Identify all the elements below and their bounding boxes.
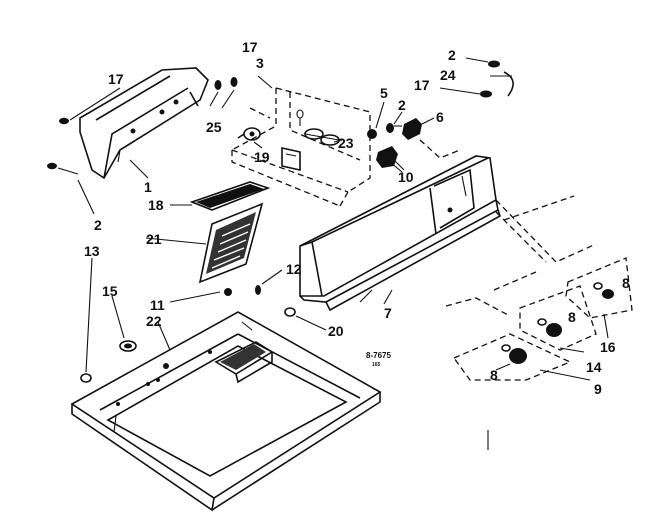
part-22-top-frame [70, 311, 382, 512]
screw-2-left [47, 162, 79, 175]
callout-12: 12 [286, 261, 302, 277]
callout-19: 19 [254, 149, 270, 165]
switch-23 [304, 128, 340, 146]
part-5-bushing [367, 129, 377, 139]
leader-14 [559, 347, 585, 353]
callout-24: 24 [440, 67, 456, 83]
timer-knob-19 [237, 127, 261, 141]
callout-9: 9 [594, 381, 602, 397]
part-1-end-bracket [79, 67, 209, 180]
part-2-nut [386, 123, 402, 133]
callout-22: 22 [146, 313, 162, 329]
part-24-screws-top-right [439, 57, 514, 98]
callout-2-left: 2 [94, 217, 102, 233]
callout-2-middle: 2 [398, 97, 406, 113]
leader-lines [77, 75, 489, 450]
diagram-code-sub: 165 [372, 362, 381, 368]
callout-15: 15 [102, 283, 118, 299]
callout-11: 11 [150, 297, 165, 313]
part-13-foot [80, 257, 93, 383]
callout-17-top: 17 [242, 39, 258, 55]
leader-9 [539, 369, 591, 381]
part-15-grommet [111, 295, 137, 352]
leader-dash-6 [419, 139, 461, 159]
callout-23: 23 [338, 135, 354, 151]
callout-13: 13 [84, 243, 100, 259]
callout-25: 25 [206, 119, 222, 135]
knob-8-middle-group [519, 285, 597, 351]
callout-8-middle: 8 [568, 309, 576, 325]
callout-17-right: 17 [414, 77, 430, 93]
screw-17-left [59, 87, 121, 125]
callout-1: 1 [144, 179, 152, 195]
timer-housing-dashed [231, 87, 371, 207]
part-10-switch [376, 146, 405, 171]
callout-8-bottom: 8 [490, 367, 498, 383]
leader-16 [603, 313, 609, 339]
diagram-code-main: 8-7675 [366, 351, 391, 360]
callout-3: 3 [256, 55, 264, 71]
callout-18: 18 [148, 197, 164, 213]
callout-20: 20 [328, 323, 344, 339]
screws-17-25 [209, 77, 238, 109]
callout-7: 7 [384, 305, 392, 321]
callout-5: 5 [380, 85, 388, 101]
knob-8-bottom-group [452, 333, 572, 381]
knob-8-top-group [565, 257, 633, 319]
diagram-code: 8-7675 165 [366, 351, 391, 368]
part-18-lens [170, 181, 271, 211]
callout-labels: 17 17 17 3 25 19 23 1 2 2 2 24 5 6 10 18… [84, 39, 630, 397]
callout-8-top: 8 [622, 275, 630, 291]
callout-10: 10 [398, 169, 414, 185]
part-20-plug [284, 307, 327, 331]
callout-16: 16 [600, 339, 616, 355]
timer-block [281, 109, 304, 171]
part-6-switch [402, 117, 435, 140]
part-21-panel [145, 202, 264, 284]
callout-17-left: 17 [108, 71, 124, 87]
callout-6: 6 [436, 109, 444, 125]
callout-14: 14 [586, 359, 602, 375]
part-12-screw [255, 269, 283, 295]
callout-21: 21 [146, 231, 162, 247]
callout-2-top-right: 2 [448, 47, 456, 63]
knob-harness-dashed [445, 195, 597, 317]
part-11-clip [169, 288, 232, 303]
